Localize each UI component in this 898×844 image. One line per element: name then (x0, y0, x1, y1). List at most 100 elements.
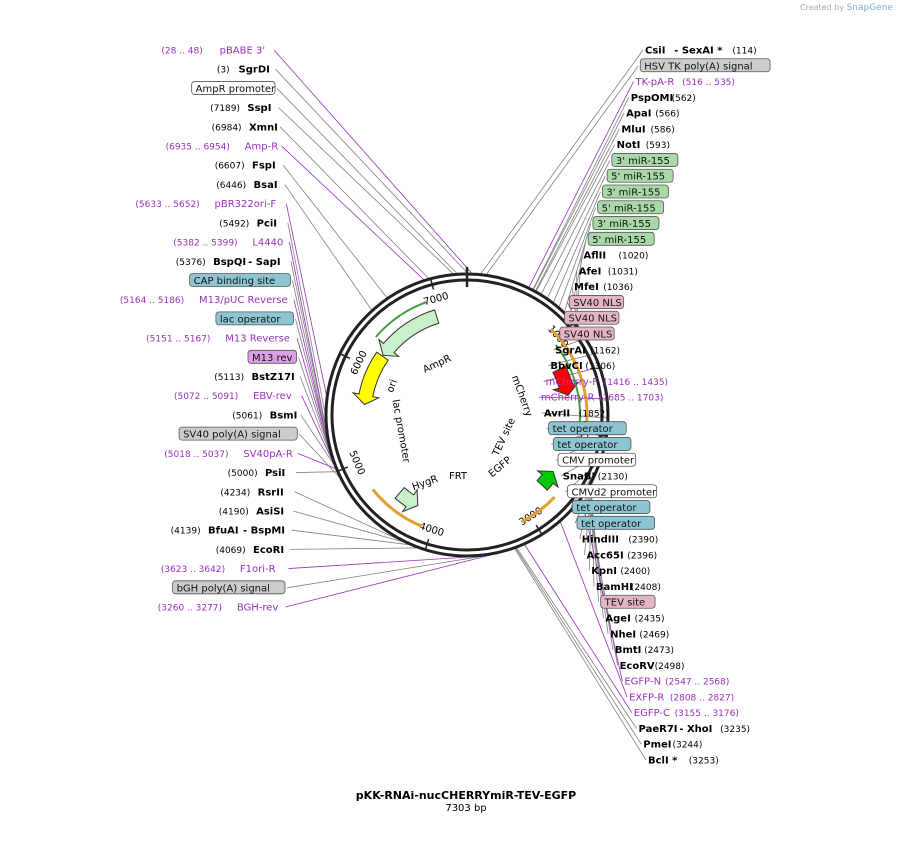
leader-line (535, 144, 615, 292)
label-asisi[interactable]: (4190)AsiSI (219, 506, 284, 517)
label-name: MfeI (574, 282, 599, 293)
label-name: XmnI (249, 122, 278, 133)
label-noti[interactable]: NotI(593) (617, 140, 670, 151)
label-rsrii[interactable]: (4234)RsrII (220, 487, 283, 498)
label-psii[interactable]: (5000)PsiI (228, 468, 286, 479)
label-cap-binding-site[interactable]: CAP binding site (189, 273, 291, 287)
label-sv40-nls[interactable]: SV40 NLS (564, 310, 620, 325)
label-bsai[interactable]: (6446)BsaI (216, 180, 277, 191)
label-mcherry-r[interactable]: mCherry-R(1685 .. 1703) (541, 393, 663, 404)
label-hindiii[interactable]: HindIII(2390) (582, 535, 659, 546)
leader-line (560, 521, 628, 698)
label-sgrdi[interactable]: (3)SgrDI (217, 65, 270, 76)
label-bmti[interactable]: BmtI(2473) (615, 645, 674, 656)
label-bgh-poly-a-signal[interactable]: bGH poly(A) signal (172, 580, 286, 595)
label-bspqi[interactable]: (5376)BspQI- SapI (176, 257, 281, 268)
feature-egfp-arrow[interactable] (536, 470, 559, 491)
label-xmni[interactable]: (6984)XmnI (212, 122, 278, 133)
label-sv40pa-r[interactable]: (5018 .. 5037)SV40pA-R (164, 449, 293, 460)
label-tet-operator[interactable]: tet operator (552, 437, 632, 451)
label-l4440[interactable]: (5382 .. 5399)L4440 (173, 238, 283, 249)
label-3-mir-155[interactable]: 3' miR-155 (602, 184, 669, 199)
label-bstz17i[interactable]: (5113)BstZ17I (214, 372, 295, 383)
label-name: BspQI (213, 257, 246, 268)
label-bamhi[interactable]: BamHI(2408) (596, 582, 661, 593)
label-nhei[interactable]: NheI(2469) (610, 629, 669, 640)
label-tk-pa-r[interactable]: TK-pA-R(516 .. 535) (635, 77, 735, 88)
label-hsv-tk-poly-a-signal[interactable]: HSV TK poly(A) signal (639, 58, 771, 73)
label-exfp-r[interactable]: EXFP-R(2808 .. 2827) (629, 692, 734, 703)
feature-hygr-arrow[interactable] (394, 486, 419, 513)
label-cmv-promoter[interactable]: CMV promoter (557, 452, 637, 467)
label-text: tet operator (557, 440, 618, 451)
label-ebv-rev[interactable]: (5072 .. 5091)EBV-rev (174, 391, 292, 402)
label-mfei[interactable]: MfeI(1036) (574, 282, 633, 293)
label-pmei[interactable]: PmeI(3244) (643, 740, 702, 751)
label-bsmi[interactable]: (5061)BsmI (232, 410, 297, 421)
label-m13-rev[interactable]: M13 rev (247, 349, 297, 364)
label-acc65i[interactable]: Acc65I(2396) (586, 550, 657, 561)
label-mcherry-f[interactable]: mCherry-F(1416 .. 1435) (546, 377, 668, 388)
label-lac-operator[interactable]: lac operator (215, 311, 294, 326)
label-name: PspOMI (631, 93, 673, 104)
leader-line (535, 128, 620, 291)
label-afei[interactable]: AfeI(1031) (579, 266, 638, 277)
label-m13-reverse[interactable]: (5151 .. 5167)M13 Reverse (146, 334, 290, 345)
label-text: 3' miR-155 (606, 188, 660, 199)
label-fspi[interactable]: (6607)FspI (215, 161, 276, 172)
label-ecorv[interactable]: EcoRV(2498) (620, 661, 685, 672)
label-sspi[interactable]: (7189)SspI (210, 103, 271, 114)
label-box (611, 153, 679, 167)
label-pspomi[interactable]: PspOMI(562) (631, 93, 696, 104)
label-bgh-rev[interactable]: (3260 .. 3277)BGH-rev (158, 603, 279, 614)
label-amp-r[interactable]: (6935 .. 6954)Amp-R (166, 142, 279, 153)
label-snabi[interactable]: SnaBI(2130) (563, 472, 628, 483)
label-mlui[interactable]: MluI(586) (621, 124, 674, 135)
label-kpni[interactable]: KpnI(2400) (591, 566, 650, 577)
feature-ori-arrow[interactable] (351, 351, 389, 406)
label-ampr-promoter[interactable]: AmpR promoter (191, 81, 276, 95)
label-tet-operator[interactable]: tet operator (571, 500, 651, 515)
label-pos: (3235) (720, 725, 750, 735)
label-bcli[interactable]: BclI *(3253) (648, 756, 719, 767)
label-pos: (7189) (210, 104, 240, 114)
label-tet-operator[interactable]: tet operator (576, 515, 655, 530)
label-tet-operator[interactable]: tet operator (548, 421, 627, 436)
label-sgrai[interactable]: SgrAI(1162) (555, 345, 620, 356)
label-name: PsiI (265, 468, 285, 479)
label-ecori[interactable]: (4069)EcoRI (216, 545, 284, 556)
label-pcii[interactable]: (5492)PciI (219, 218, 277, 229)
label-egfp-n[interactable]: EGFP-N(2547 .. 2568) (624, 677, 729, 688)
label-cmvd2-promoter[interactable]: CMVd2 promoter (567, 484, 658, 499)
label-sv40-nls[interactable]: SV40 NLS (559, 326, 615, 341)
label-egfp-c[interactable]: EGFP-C(3155 .. 3176) (634, 708, 739, 719)
leader-line (540, 160, 611, 295)
label-pos: (5376) (176, 258, 206, 268)
label-sv40-nls[interactable]: SV40 NLS (568, 295, 625, 309)
plasmid-name: pKK-RNAi-nucCHERRYmiR-TEV-EGFP (356, 789, 576, 802)
label-avrii[interactable]: AvrII(1852) (544, 408, 609, 419)
label-5-mir-155[interactable]: 5' miR-155 (587, 231, 655, 246)
label-sv40-poly-a-signal[interactable]: SV40 poly(A) signal (178, 426, 298, 441)
label-5-mir-155[interactable]: 5' miR-155 (606, 168, 674, 183)
label-bbvci[interactable]: BbvCI(1306) (550, 361, 615, 372)
feature-mcherry-arrow[interactable] (551, 365, 580, 396)
label-pbabe-3[interactable]: (28 .. 48)pBABE 3' (161, 46, 265, 57)
label-m13-puc-reverse[interactable]: (5164 .. 5186)M13/pUC Reverse (120, 295, 288, 306)
label-f1ori-r[interactable]: (3623 .. 3642)F1ori-R (161, 564, 276, 575)
label-bfuai[interactable]: (4139)BfuAI- BspMI (171, 526, 285, 537)
label-5-mir-155[interactable]: 5' miR-155 (597, 200, 665, 215)
label-aflii[interactable]: AflII(1020) (583, 251, 648, 262)
label-3-mir-155[interactable]: 3' miR-155 (592, 216, 660, 231)
label-box (178, 426, 298, 441)
label-pbr322ori-f[interactable]: (5633 .. 5652)pBR322ori-F (135, 199, 276, 210)
label-csii[interactable]: CsiI- SexAI *(114) (645, 46, 757, 57)
feature-ampr-arrow[interactable] (378, 309, 440, 358)
label-apai[interactable]: ApaI(566) (626, 109, 679, 120)
feature-label-hygr: HygR (411, 474, 440, 493)
label-paer7i[interactable]: PaeR7I- XhoI(3235) (639, 724, 751, 735)
label-tev-site[interactable]: TEV site (600, 594, 656, 609)
label-3-mir-155[interactable]: 3' miR-155 (611, 153, 679, 167)
label-agei[interactable]: AgeI(2435) (605, 614, 664, 625)
label-pos: (3623 .. 3642) (161, 565, 225, 575)
